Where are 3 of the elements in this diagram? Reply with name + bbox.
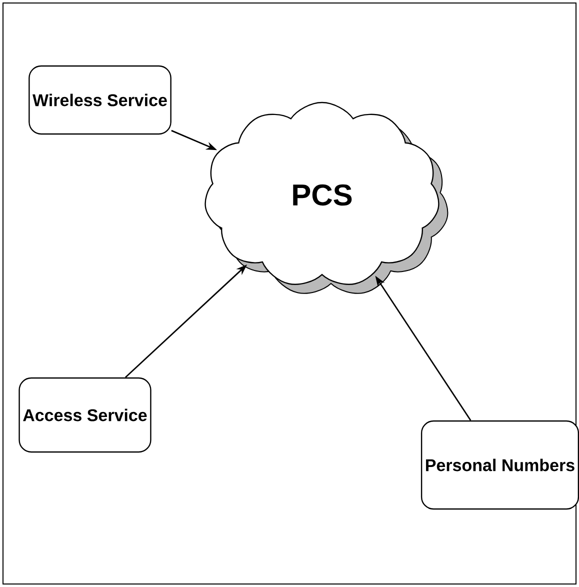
rounded-box: Personal Numbers xyxy=(420,420,579,510)
rounded-box: Wireless Service xyxy=(28,65,172,135)
rounded-box: Access Service xyxy=(18,377,152,453)
